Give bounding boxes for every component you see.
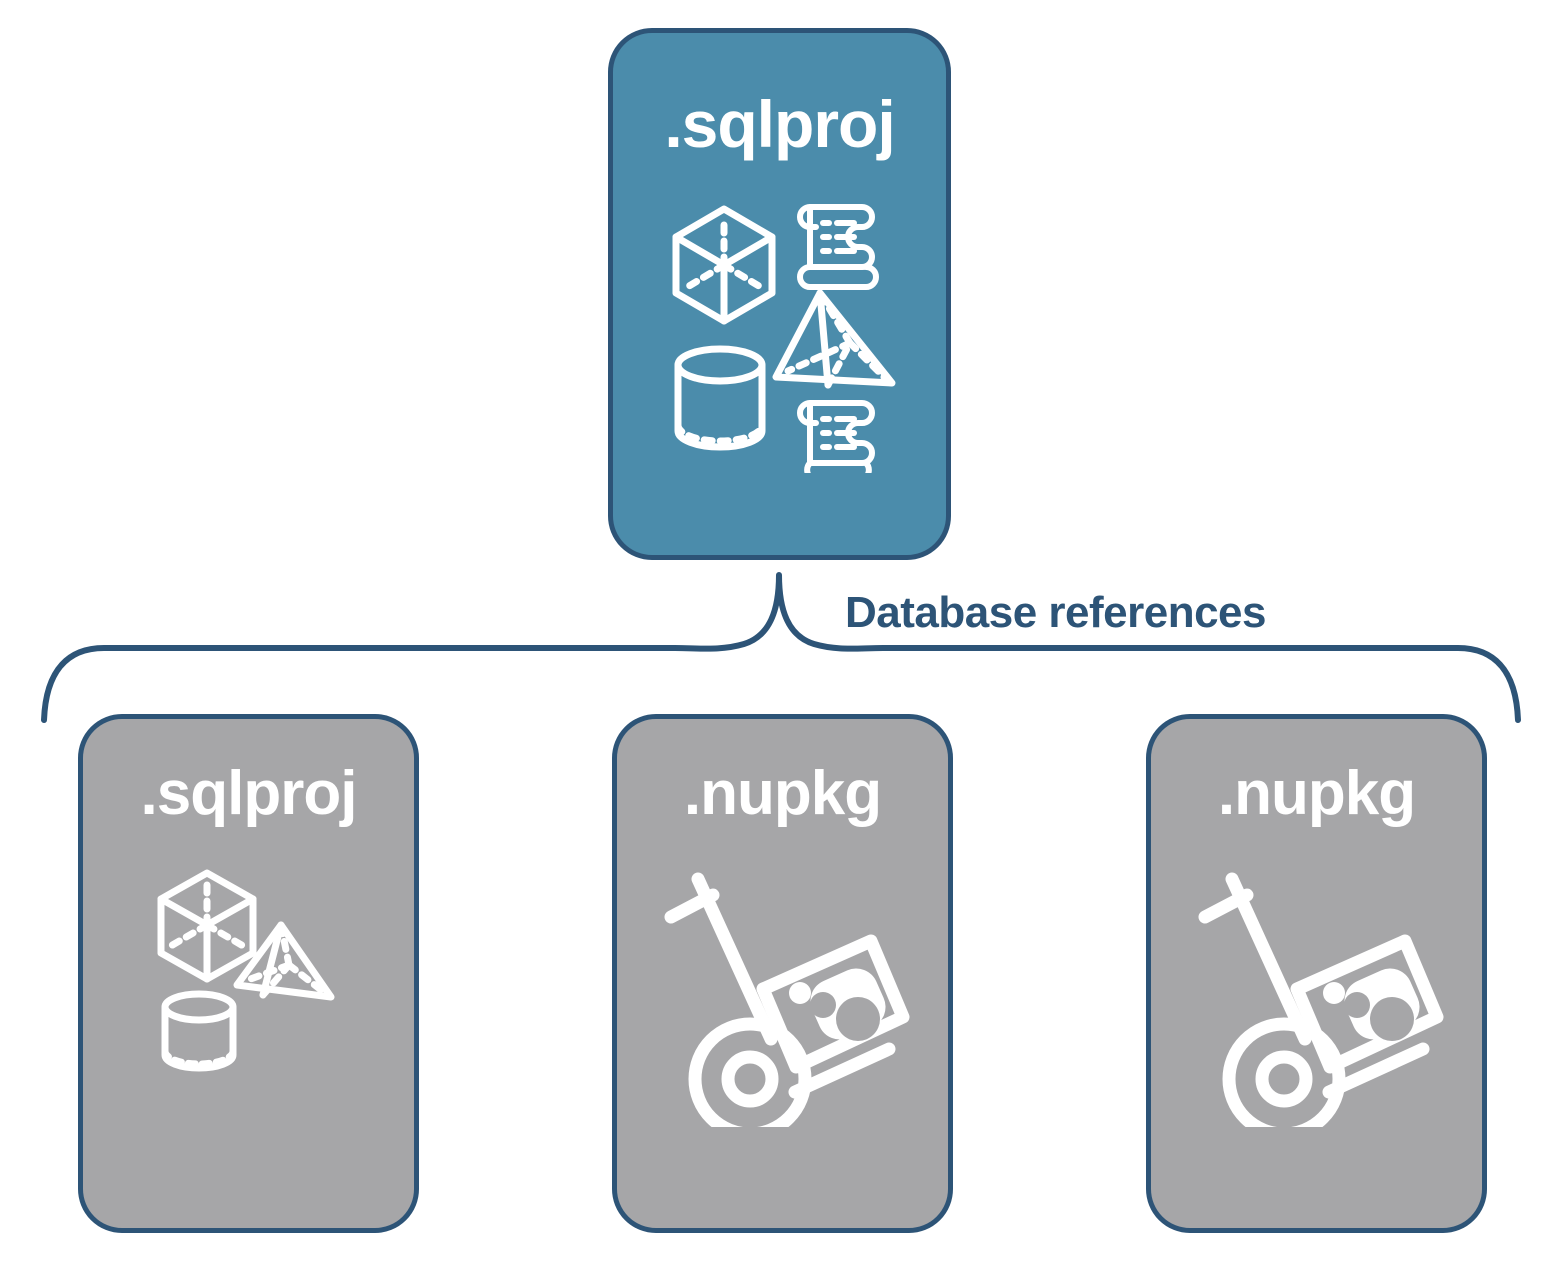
child-card-label: .nupkg xyxy=(683,759,882,828)
pyramid-icon xyxy=(772,289,895,389)
parent-card-label: .sqlproj xyxy=(664,87,895,161)
database-objects-illustration xyxy=(672,204,895,473)
connector-label: Database references xyxy=(845,588,1266,637)
cylinder-icon xyxy=(674,345,765,451)
cube-icon xyxy=(157,869,257,983)
scroll-icon xyxy=(796,400,875,473)
child-card-icon-group xyxy=(617,867,948,1127)
child-card-nupkg-1[interactable]: .nupkg xyxy=(612,714,953,1233)
child-card-icon-group xyxy=(83,867,414,1082)
nuget-logo-cutouts xyxy=(1343,992,1414,1041)
nuget-logo-cutouts xyxy=(809,992,880,1041)
database-objects-illustration xyxy=(157,869,335,1072)
parent-card-icon-group xyxy=(613,193,946,473)
hand-truck-package-icon xyxy=(664,872,909,1127)
child-card-icon-group xyxy=(1151,867,1482,1127)
child-card-label: .sqlproj xyxy=(140,759,358,828)
cube-icon xyxy=(672,205,775,325)
child-card-sqlproj[interactable]: .sqlproj xyxy=(78,714,419,1233)
scroll-icon xyxy=(796,204,879,290)
child-card-nupkg-2[interactable]: .nupkg xyxy=(1146,714,1487,1233)
parent-card-sqlproj[interactable]: .sqlproj xyxy=(608,28,951,560)
hand-truck-package-illustration xyxy=(1198,872,1443,1127)
hand-truck-package-illustration xyxy=(664,872,909,1127)
child-card-label: .nupkg xyxy=(1217,759,1416,828)
hand-truck-package-icon xyxy=(1198,872,1443,1127)
pyramid-icon xyxy=(233,921,335,1001)
cylinder-icon xyxy=(161,990,237,1072)
